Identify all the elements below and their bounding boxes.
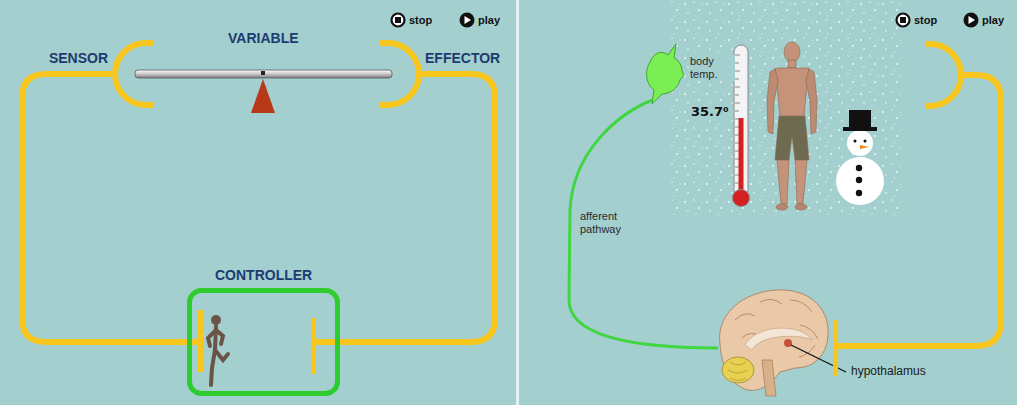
snowman <box>836 110 884 205</box>
pathway-label: afferent pathway <box>580 210 640 236</box>
sensory-neuron <box>647 44 684 104</box>
node-heading: SENSOR <box>49 50 108 67</box>
button-label: play <box>982 13 1004 27</box>
feedback-wire <box>340 74 495 342</box>
afferent-nerve <box>569 99 718 348</box>
sensor-arc: SENSOR <box>112 40 152 108</box>
node-heading: CONTROLLER <box>215 267 312 284</box>
effector-loop <box>838 44 1001 346</box>
play-button <box>964 13 979 28</box>
brain <box>720 290 829 396</box>
variable-caption: body temp. <box>689 55 735 81</box>
button-label: play <box>478 13 500 27</box>
snowfall <box>668 0 903 215</box>
stop-button <box>392 14 405 27</box>
panel-divider <box>516 0 519 405</box>
feedback-wire <box>22 74 187 342</box>
seesaw <box>135 70 392 113</box>
controller-shape <box>187 288 340 396</box>
play-button <box>460 13 475 28</box>
part-label: hypothalamus <box>851 364 926 379</box>
person-figure <box>767 42 817 210</box>
button-label: stop <box>409 13 432 27</box>
thermometer <box>733 45 750 207</box>
variable-heading: VARIABLE <box>228 30 299 47</box>
effector-arc: EFFECTOR <box>382 40 422 108</box>
node-heading: EFFECTOR <box>425 50 500 67</box>
temperature-reading: 35.7⁰ <box>690 103 730 120</box>
sensor-shape <box>112 40 152 108</box>
controller-box: CONTROLLER <box>187 288 340 396</box>
controller-bar <box>833 320 838 376</box>
effector-shape <box>382 40 422 108</box>
button-label: stop <box>914 13 937 27</box>
